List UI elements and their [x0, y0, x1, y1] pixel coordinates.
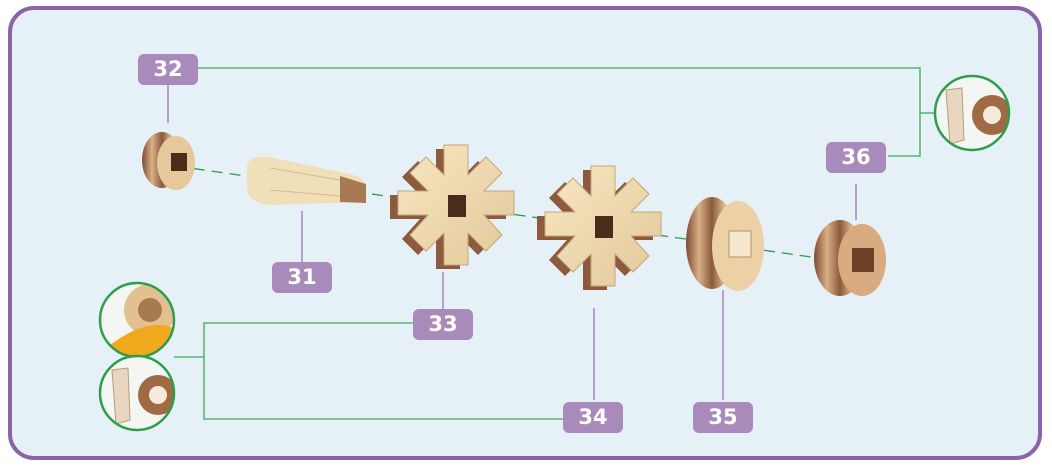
callout-circle-tool-left: [98, 354, 176, 432]
callout-tool-closeup-right: [935, 76, 1009, 150]
part-label-31: 31: [272, 262, 332, 293]
bracket-line-32-36: [198, 67, 921, 157]
callout-gear-closeup: [100, 283, 174, 357]
part-label-36: 36: [826, 142, 886, 173]
callout-circle-tool-right: [933, 74, 1011, 152]
bracket-line-33: [203, 322, 563, 420]
axle-line: [175, 165, 889, 269]
part-34-gear: [537, 165, 662, 290]
part-label-34: 34: [563, 402, 623, 433]
part-35-disc: [686, 197, 764, 291]
part-label-33: 33: [413, 309, 473, 340]
part-32-spacer: [142, 132, 195, 190]
part-33-gear: [390, 144, 515, 269]
leader-lines: [167, 85, 857, 400]
part-label-35: 35: [693, 402, 753, 433]
callout-tool-closeup: [100, 356, 174, 430]
part-31-axle: [246, 156, 367, 205]
part-label-32: 32: [138, 54, 198, 85]
callout-brackets: [174, 67, 936, 420]
part-36-spacer: [814, 220, 886, 296]
